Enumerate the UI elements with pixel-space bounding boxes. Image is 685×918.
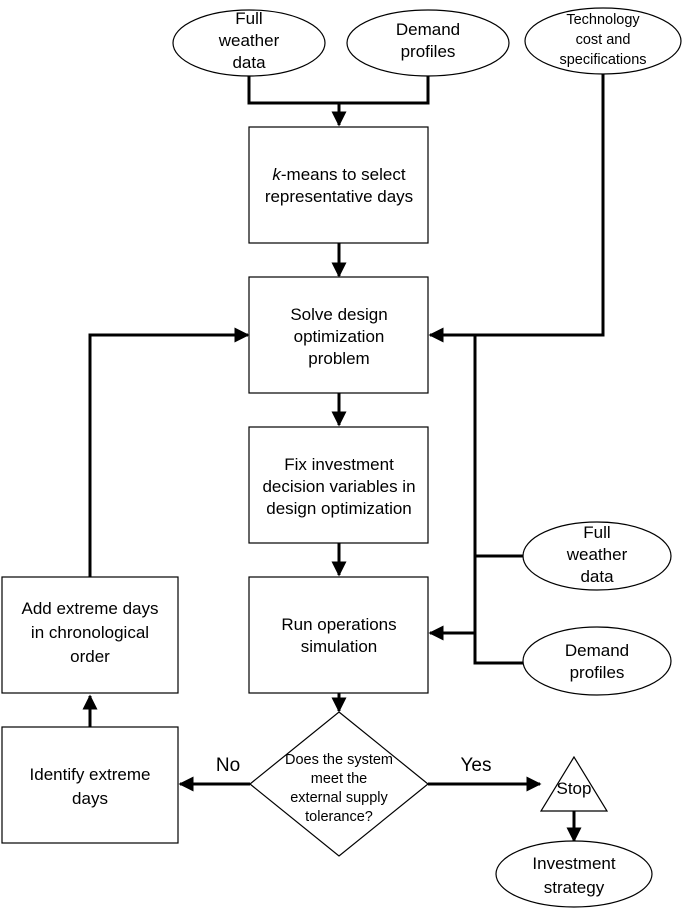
add-extreme-line2: in chronological <box>31 623 149 642</box>
solve-design-line3: problem <box>308 349 369 368</box>
run-ops-line2: simulation <box>301 637 378 656</box>
stop-triangle <box>539 755 609 812</box>
add-extreme-line1: Add extreme days <box>21 599 158 618</box>
connectors <box>82 74 605 843</box>
decision-line3: external supply <box>290 790 388 806</box>
demand-top-line1: Demand <box>396 20 460 39</box>
add-extreme-days-box <box>1 576 179 694</box>
full-weather-data-right-ellipse <box>522 521 672 591</box>
edge-tech-to-solve <box>428 74 605 343</box>
tech-cost-line2: cost and <box>576 32 631 48</box>
full-weather-right-line2: weather <box>566 545 628 564</box>
full-weather-top-line2: weather <box>218 31 280 50</box>
demand-right-line1: Demand <box>565 641 629 660</box>
solve-design-line2: optimization <box>294 327 385 346</box>
kmeans-box <box>248 126 429 244</box>
demand-profiles-top-ellipse <box>346 9 510 77</box>
demand-right-line2: profiles <box>570 663 625 682</box>
edge-weather-demand-merge <box>247 76 430 105</box>
fix-investment-line2: decision variables in <box>262 477 415 496</box>
full-weather-top-line3: data <box>232 53 266 72</box>
full-weather-data-top-ellipse <box>172 9 326 77</box>
decision-line4: tolerance? <box>305 809 373 825</box>
tech-cost-line3: specifications <box>559 52 646 68</box>
fix-investment-box <box>248 426 429 544</box>
tech-cost-line1: Technology <box>566 12 640 28</box>
full-weather-right-line3: data <box>580 567 614 586</box>
identify-extreme-line1: Identify extreme <box>30 765 151 784</box>
kmeans-line1: k-means to select <box>272 165 405 184</box>
kmeans-italic-k: k <box>272 165 282 184</box>
solve-design-box <box>248 276 429 394</box>
fix-investment-line3: design optimization <box>266 499 412 518</box>
demand-profiles-right-ellipse <box>522 626 672 696</box>
full-weather-right-line1: Full <box>583 523 610 542</box>
edge-label-no: No <box>216 755 240 776</box>
edge-right-bus <box>473 335 524 665</box>
fix-investment-line1: Fix investment <box>284 455 394 474</box>
technology-cost-ellipse <box>524 7 682 75</box>
investment-line1: Investment <box>532 854 615 873</box>
decision-line1: Does the system <box>285 752 393 768</box>
identify-extreme-line2: days <box>72 789 108 808</box>
identify-extreme-days-box <box>1 726 179 844</box>
investment-strategy-ellipse <box>495 840 653 908</box>
decision-diamond <box>249 711 429 857</box>
run-operations-box <box>248 576 429 694</box>
edge-add-to-solve <box>88 327 250 577</box>
run-ops-line1: Run operations <box>281 615 396 634</box>
investment-line2: strategy <box>544 878 605 897</box>
kmeans-line1-rest: -means to select <box>281 165 406 184</box>
edge-label-yes: Yes <box>461 755 492 776</box>
kmeans-line2: representative days <box>265 187 413 206</box>
decision-line2: meet the <box>311 771 367 787</box>
add-extreme-line3: order <box>70 647 110 666</box>
full-weather-top-line1: Full <box>235 9 262 28</box>
stop-label: Stop <box>557 779 592 798</box>
demand-top-line2: profiles <box>401 42 456 61</box>
solve-design-line1: Solve design <box>290 305 387 324</box>
